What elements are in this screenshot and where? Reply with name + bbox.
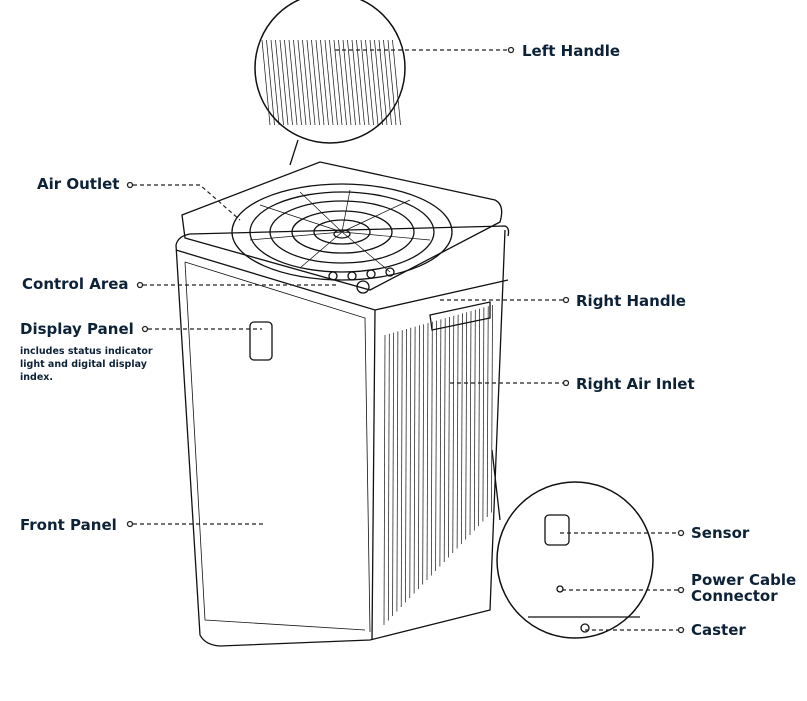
label-air-outlet: Air Outlet xyxy=(37,175,120,193)
inset-filter-line xyxy=(369,39,379,126)
grille-slat xyxy=(486,306,489,518)
inset-filter-line xyxy=(338,39,347,126)
label-power-cable-connector: Power Cable Connector xyxy=(691,571,797,605)
grille-slat xyxy=(443,318,446,563)
inset-filter-line xyxy=(333,39,343,126)
grille-slat xyxy=(430,321,433,576)
grille-slat xyxy=(426,322,429,581)
inset-filter-line xyxy=(311,39,320,126)
grille-slat xyxy=(465,312,468,540)
grille-slat xyxy=(478,308,480,527)
label-control-area: Control Area xyxy=(22,275,129,293)
inset-filter-line xyxy=(266,39,275,126)
grille-slat xyxy=(469,310,472,536)
grille-slat xyxy=(452,315,455,554)
label-display-panel: Display Panel xyxy=(20,320,134,338)
label-left-handle: Left Handle xyxy=(522,42,621,60)
label-sensor: Sensor xyxy=(691,524,750,542)
label-caster: Caster xyxy=(691,621,746,639)
grille-slat xyxy=(396,331,399,612)
inset-filter-line xyxy=(387,39,397,126)
inset-filter-line xyxy=(315,39,325,126)
inset-filter-line xyxy=(302,39,311,126)
inset-filter-line xyxy=(351,39,361,126)
inset-filter-line xyxy=(288,39,298,126)
inset-filter-line xyxy=(275,39,284,126)
label-front-panel: Front Panel xyxy=(20,516,117,534)
grille-slat xyxy=(418,325,420,590)
inset-filter-line xyxy=(261,39,271,126)
inset-filter-line xyxy=(320,39,329,126)
inset-filter-line xyxy=(365,39,374,126)
inset-filter-line xyxy=(374,39,383,126)
grille-slat xyxy=(482,307,485,522)
grille-slat xyxy=(387,333,390,621)
inset-filter-line xyxy=(293,39,302,126)
grille-slat xyxy=(448,316,450,558)
inset-filter-line xyxy=(297,39,307,126)
grille-slat xyxy=(439,319,442,567)
inset-filter-line xyxy=(306,39,316,126)
grille-slat xyxy=(400,330,403,608)
inset-filter-line xyxy=(270,39,280,126)
inset-filter-line xyxy=(383,39,392,126)
grille-slat xyxy=(409,327,412,599)
grille-slat xyxy=(456,314,459,549)
inset-filter-line xyxy=(329,39,338,126)
grille-slat xyxy=(392,332,394,617)
grille-slat xyxy=(383,334,386,626)
inset-filter-line xyxy=(356,39,365,126)
grille-slat xyxy=(435,320,437,572)
inset-filter-line xyxy=(347,39,356,126)
grille-slat xyxy=(473,309,476,531)
inset-filter-line xyxy=(324,39,334,126)
grille-slat xyxy=(461,313,463,545)
inset-filter-line xyxy=(279,39,289,126)
inset-filter-line xyxy=(342,39,352,126)
grille-slat xyxy=(413,326,416,594)
label-right-air-inlet: Right Air Inlet xyxy=(576,375,695,393)
grille-slat xyxy=(491,304,493,513)
inset-filter-line xyxy=(392,39,401,126)
grille-slat xyxy=(422,324,425,585)
inset-filter-line xyxy=(378,39,388,126)
inset-filter-line xyxy=(284,39,293,126)
display-panel-note: includes status indicator light and digi… xyxy=(20,346,153,383)
label-right-handle: Right Handle xyxy=(576,292,686,310)
grille-slat xyxy=(405,328,407,603)
inset-filter-line xyxy=(360,39,370,126)
